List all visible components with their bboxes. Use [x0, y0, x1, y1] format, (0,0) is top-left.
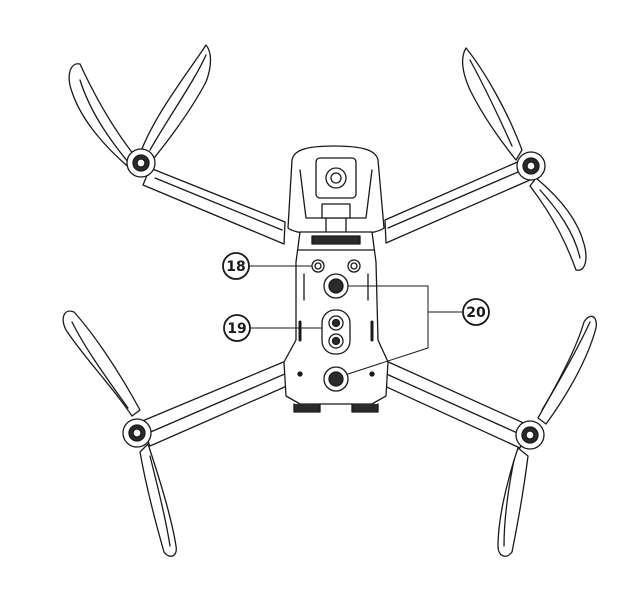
arm-rear-right — [379, 359, 529, 449]
sensor-icon — [323, 366, 349, 392]
callout-20: 20 — [462, 298, 490, 326]
propeller-icon — [62, 310, 177, 557]
sensor-icon — [321, 309, 351, 355]
motor-icon — [126, 148, 156, 178]
propeller-icon — [68, 44, 212, 171]
callout-19-label: 19 — [227, 321, 246, 337]
arm-front-left — [142, 167, 286, 245]
callout-19: 19 — [223, 314, 251, 342]
callout-20-label: 20 — [466, 305, 486, 321]
light-icon — [347, 259, 361, 273]
gimbal-camera — [287, 145, 385, 237]
motor-icon — [515, 420, 545, 450]
sensor-icon — [323, 273, 349, 299]
arm-rear-left — [139, 357, 297, 447]
callout-18: 18 — [222, 252, 250, 280]
arm-front-right — [384, 159, 531, 244]
propeller-icon — [497, 315, 597, 557]
callout-18-label: 18 — [226, 259, 245, 275]
motor-icon — [516, 151, 546, 181]
light-icon — [311, 259, 325, 273]
motor-icon — [122, 418, 152, 448]
leader-lines — [249, 265, 463, 375]
propeller-icon — [461, 47, 587, 271]
